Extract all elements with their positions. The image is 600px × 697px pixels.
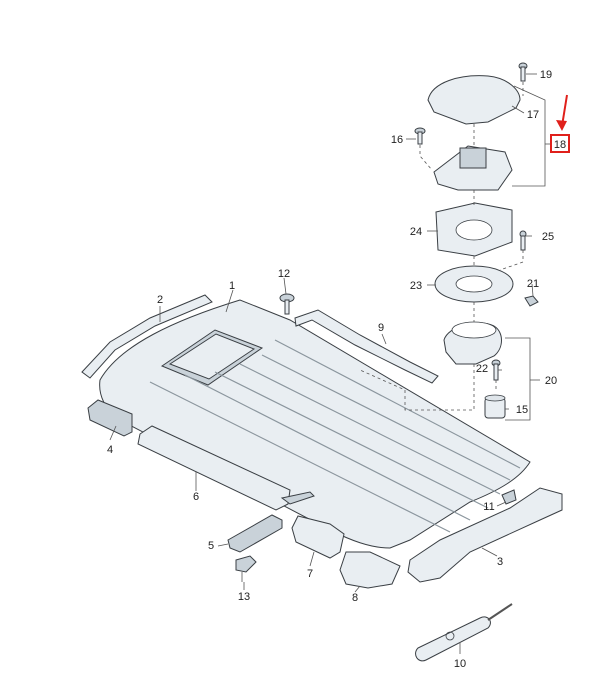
callout-11: 11 <box>483 501 494 513</box>
callout-8: 8 <box>352 592 358 604</box>
arrow-head-icon <box>556 120 567 131</box>
callout-24: 24 <box>410 226 422 238</box>
callout-12: 12 <box>278 268 290 280</box>
highlight-box <box>550 134 570 153</box>
roof-ribs <box>149 339 521 533</box>
callout-labels: 1 2 3 4 5 6 7 8 9 10 11 12 13 15 16 17 1… <box>107 69 566 670</box>
callout-21: 21 <box>527 278 539 290</box>
callout-25: 25 <box>542 231 554 243</box>
screw-16 <box>414 127 426 145</box>
highlight-marker <box>550 94 570 153</box>
screw-19 <box>518 62 528 82</box>
front-rail <box>81 294 213 379</box>
callout-17: 17 <box>527 109 539 121</box>
cross-member-3 <box>407 487 563 583</box>
screw-12 <box>279 293 295 315</box>
sealant-tube-10 <box>415 603 513 662</box>
callout-10: 10 <box>454 658 466 670</box>
spacer-15 <box>484 394 506 419</box>
antenna-base-18 <box>433 145 513 191</box>
callout-6: 6 <box>193 491 199 503</box>
callout-16: 16 <box>391 134 403 146</box>
bracket-5 <box>227 514 283 553</box>
nut-21 <box>524 295 539 307</box>
callout-23: 23 <box>410 280 422 292</box>
side-member-6 <box>137 425 291 511</box>
callout-2: 2 <box>157 294 163 306</box>
mount-20 <box>443 321 502 365</box>
callout-3: 3 <box>497 556 503 568</box>
leader-lines <box>109 73 552 654</box>
callout-15: 15 <box>516 404 528 416</box>
callout-20: 20 <box>545 375 557 387</box>
bracket-7 <box>291 515 345 559</box>
clip-13 <box>235 555 257 582</box>
callout-18: 18 <box>554 139 566 151</box>
screw-25 <box>519 230 527 251</box>
callout-13: 13 <box>238 591 250 603</box>
side-rail-9 <box>294 309 439 384</box>
callout-7: 7 <box>307 568 313 580</box>
callout-22: 22 <box>476 363 488 375</box>
gasket-23 <box>434 265 514 303</box>
roof-panel <box>99 299 531 549</box>
gasket-24 <box>435 202 513 257</box>
bracket-8 <box>339 551 401 589</box>
callout-9: 9 <box>378 322 384 334</box>
callout-1: 1 <box>229 280 235 292</box>
callout-4: 4 <box>107 444 113 456</box>
antenna-cover-17 <box>427 75 521 125</box>
bracket-4 <box>87 399 133 437</box>
callout-5: 5 <box>208 540 214 552</box>
callout-19: 19 <box>540 69 552 81</box>
clip-11 <box>501 489 517 505</box>
assembly-lines <box>359 82 524 411</box>
